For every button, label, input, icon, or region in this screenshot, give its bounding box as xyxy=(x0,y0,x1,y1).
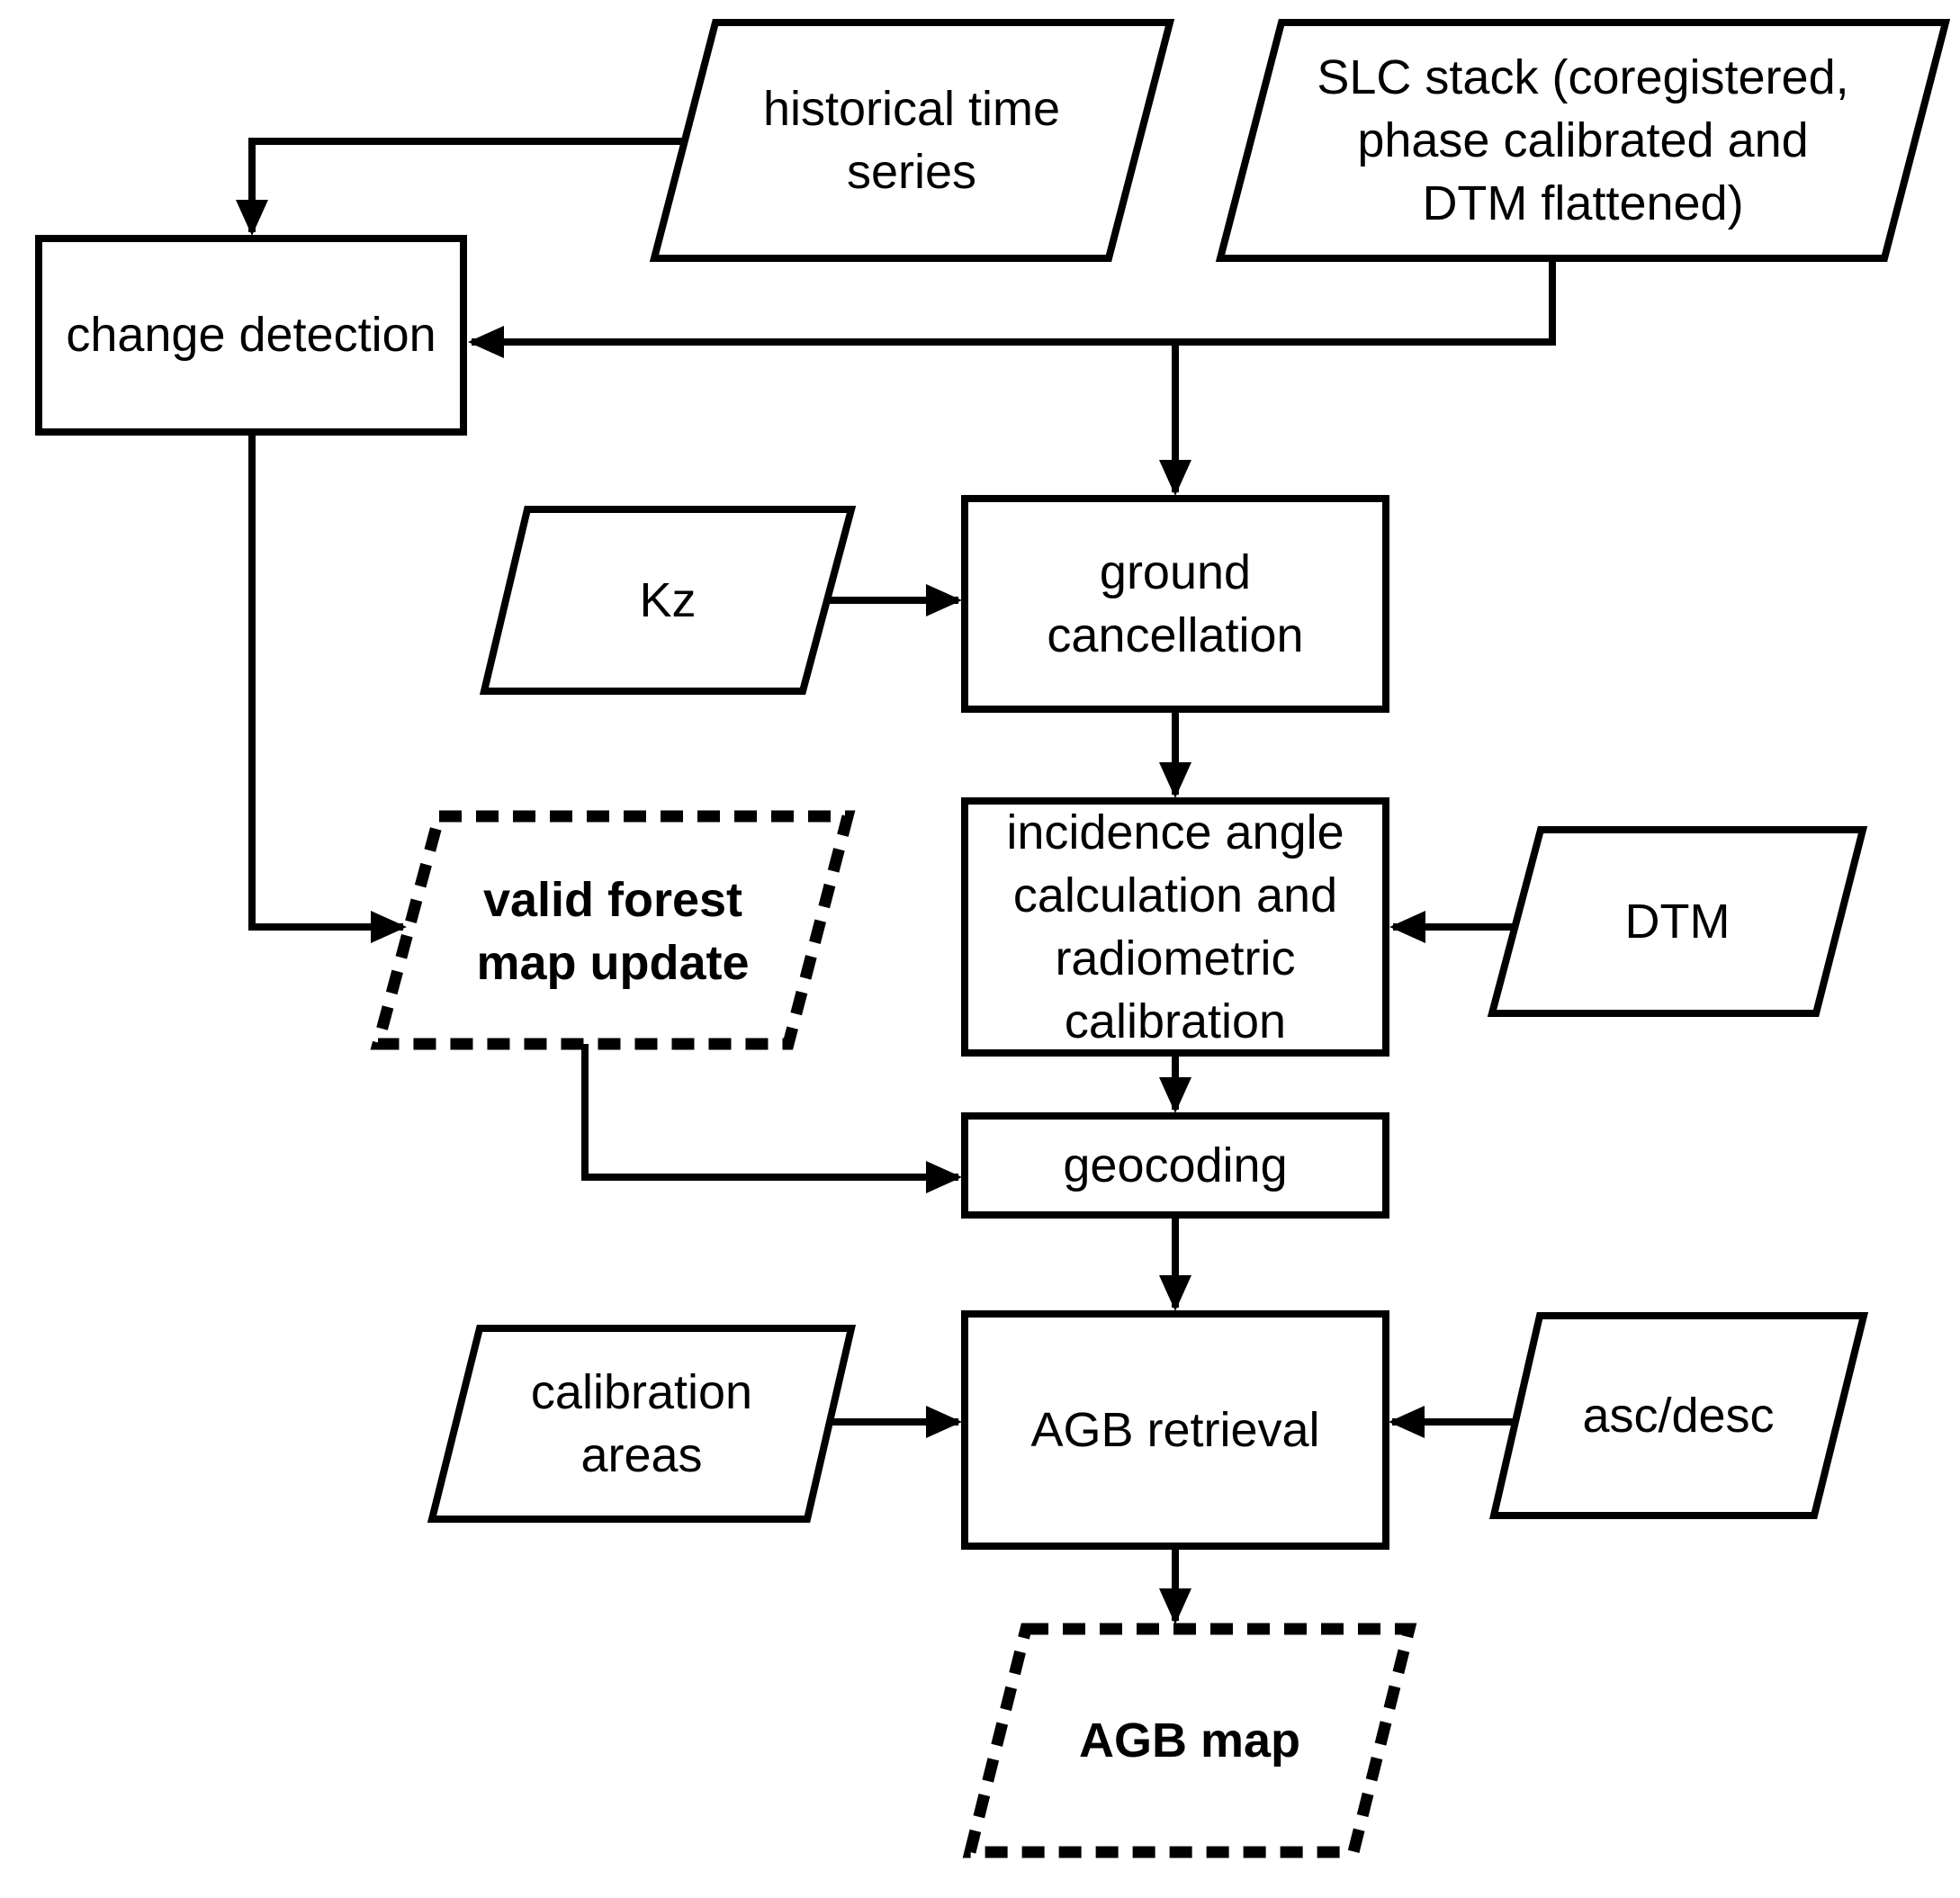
slc-stack-shape xyxy=(1215,19,1951,262)
historical-time-series-shape xyxy=(649,19,1175,262)
valid-forest-map-update-shape xyxy=(370,810,856,1050)
dtm-label: DTM xyxy=(1625,895,1731,949)
edge-change-detection-to-valid-forest-map-update xyxy=(248,432,407,943)
node-agb-map: AGB map xyxy=(962,1623,1417,1858)
node-change-detection: change detection xyxy=(35,235,467,436)
geocoding-shape xyxy=(961,1112,1389,1219)
asc-desc-shape xyxy=(1488,1312,1869,1519)
node-slc-stack: SLC stack (coregistered, phase calibrate… xyxy=(1215,19,1951,262)
agb-map-shape xyxy=(962,1623,1417,1858)
node-incidence-angle: incidence angle calculation and radiomet… xyxy=(961,797,1389,1057)
kz-label: Kz xyxy=(639,573,696,627)
calibration-areas-label: areas xyxy=(580,1428,702,1482)
slc-stack-label: phase calibrated and xyxy=(1357,113,1808,167)
node-agb-retrieval: AGB retrieval xyxy=(961,1310,1389,1550)
change-detection-shape xyxy=(35,235,467,436)
kz-shape xyxy=(479,506,857,695)
geocoding-label: geocoding xyxy=(1063,1138,1287,1192)
node-valid-forest-map-update: valid forest map update xyxy=(370,810,856,1050)
agb-map-label: AGB map xyxy=(1079,1714,1300,1768)
change-detection-label: change detection xyxy=(66,308,436,362)
calibration-areas-shape xyxy=(427,1325,857,1523)
valid-forest-map-update-label: map update xyxy=(476,936,749,990)
calibration-areas-label: calibration xyxy=(531,1365,752,1419)
node-historical-time-series: historical time series xyxy=(649,19,1175,262)
incidence-angle-label: calculation and xyxy=(1013,868,1337,922)
asc-desc-label: asc/desc xyxy=(1582,1389,1774,1443)
incidence-angle-label: incidence angle xyxy=(1006,805,1344,859)
ground-cancellation-shape xyxy=(961,495,1389,713)
ground-cancellation-label: cancellation xyxy=(1047,608,1303,662)
node-dtm: DTM xyxy=(1487,826,1868,1017)
slc-stack-label: DTM flattened) xyxy=(1422,176,1743,230)
edge-valid-forest-map-update-to-geocoding xyxy=(581,1044,962,1193)
ground-cancellation-label: ground xyxy=(1100,545,1251,599)
node-ground-cancellation: ground cancellation xyxy=(961,495,1389,713)
agb-retrieval-shape xyxy=(961,1310,1389,1550)
historical-time-series-label: historical time xyxy=(763,82,1060,136)
slc-stack-label: SLC stack (coregistered, xyxy=(1317,50,1848,104)
node-asc-desc: asc/desc xyxy=(1488,1312,1869,1519)
valid-forest-map-update-label: valid forest xyxy=(483,873,742,927)
edge-slc-stack-to-change-detection xyxy=(468,258,1556,358)
agb-retrieval-label: AGB retrieval xyxy=(1030,1403,1319,1457)
incidence-angle-label: radiometric xyxy=(1055,931,1295,985)
edge-historical-time-series-to-change-detection xyxy=(236,138,685,236)
node-kz: Kz xyxy=(479,506,857,695)
edges xyxy=(236,138,1556,1624)
historical-time-series-label: series xyxy=(847,145,976,199)
incidence-angle-label: calibration xyxy=(1065,994,1286,1048)
dtm-shape xyxy=(1487,826,1868,1017)
node-geocoding: geocoding xyxy=(961,1112,1389,1219)
node-calibration-areas: calibration areas xyxy=(427,1325,857,1523)
incidence-angle-shape xyxy=(961,797,1389,1057)
